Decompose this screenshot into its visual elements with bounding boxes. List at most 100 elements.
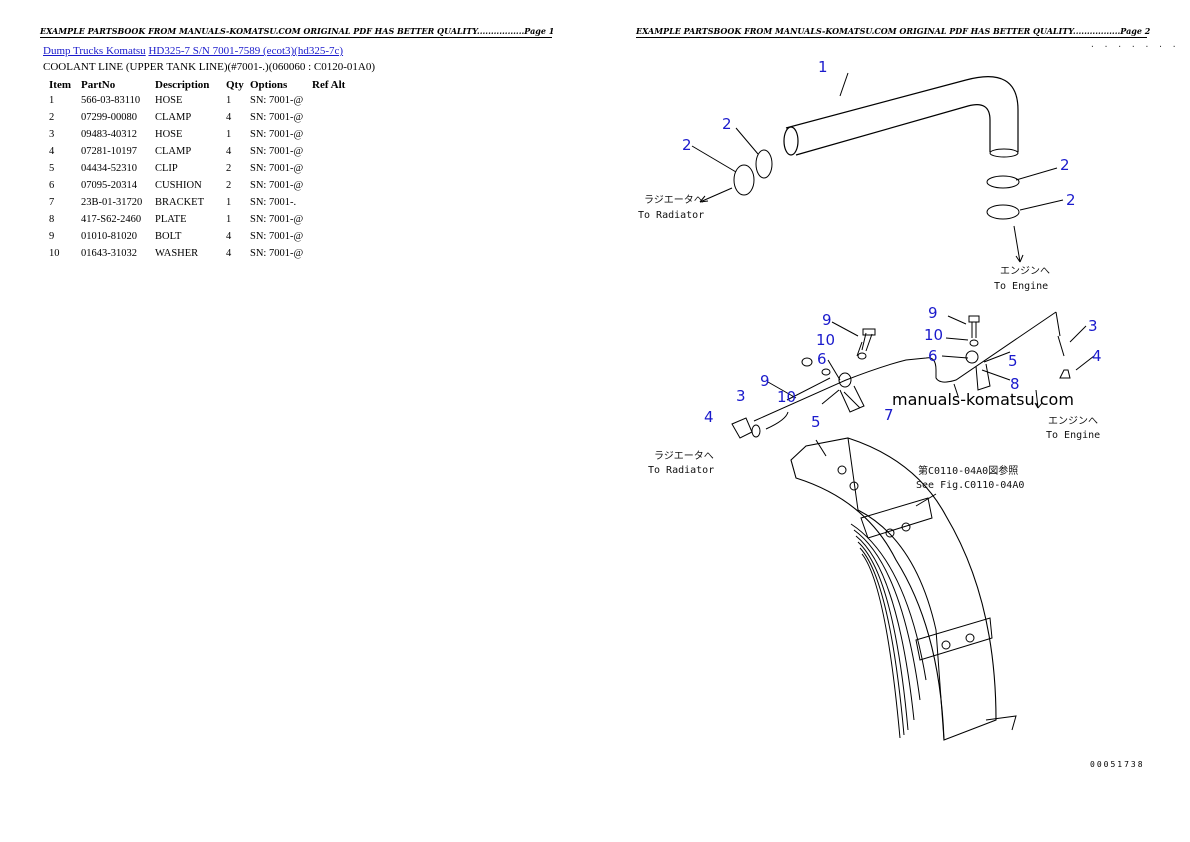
table-row: 4 07281-10197 CLAMP 4 SN: 7001-@ (43, 143, 348, 160)
cell-options: SN: 7001-@ (250, 129, 304, 140)
callout-8: 8 (1010, 375, 1020, 393)
cell-description: WASHER (155, 248, 199, 259)
page2-header: EXAMPLE PARTSBOOK FROM MANUALS-KOMATSU.C… (636, 26, 1151, 38)
note-to-engine-lower: To Engine (1046, 430, 1100, 441)
callout-7: 7 (884, 406, 894, 424)
cell-refalt (309, 109, 348, 126)
cell-qty: 4 (226, 248, 232, 259)
cell-options: SN: 7001-@ (250, 248, 304, 259)
cell-description: CUSHION (155, 180, 202, 191)
figure-number: 00051738 (1090, 760, 1145, 769)
table-row: 3 09483-40312 HOSE 1 SN: 7001-@ (43, 126, 348, 143)
cell-refalt (309, 228, 348, 245)
cell-description: PLATE (155, 214, 187, 225)
cell-partno: 07095-20314 (81, 180, 137, 191)
breadcrumb-link-dump-trucks[interactable]: Dump Trucks Komatsu (43, 45, 146, 57)
col-header-partno: PartNo (81, 78, 116, 91)
note-to-radiator-lower: To Radiator (648, 465, 714, 476)
callout-4a: 4 (704, 408, 714, 426)
cell-qty: 2 (226, 163, 232, 174)
cell-refalt (309, 143, 348, 160)
cell-options: SN: 7001-@ (250, 231, 304, 242)
cell-qty: 1 (226, 129, 232, 140)
callout-4b: 4 (1092, 347, 1102, 365)
callout-2a: 2 (722, 115, 732, 133)
cell-description: BOLT (155, 231, 182, 242)
callout-3b: 3 (1088, 317, 1098, 335)
callout-9a: 9 (822, 311, 832, 329)
cell-partno: 01643-31032 (81, 248, 137, 259)
cell-item: 5 (49, 163, 55, 174)
cell-item: 4 (49, 146, 55, 157)
cell-options: SN: 7001-@ (250, 95, 304, 106)
diagram-dots: . . . . . . . (1090, 40, 1179, 49)
table-row: 10 01643-31032 WASHER 4 SN: 7001-@ (43, 245, 348, 262)
cell-qty: 4 (226, 231, 232, 242)
callout-2d: 2 (1066, 191, 1076, 209)
cell-partno: 23B-01-31720 (81, 197, 143, 208)
cell-qty: 1 (226, 95, 232, 106)
callout-6a: 6 (817, 350, 827, 368)
table-row: 9 01010-81020 BOLT 4 SN: 7001-@ (43, 228, 348, 245)
cell-item: 10 (49, 248, 60, 259)
cell-refalt (309, 177, 348, 194)
cell-refalt (309, 245, 348, 262)
page1-header: EXAMPLE PARTSBOOK FROM MANUALS-KOMATSU.C… (40, 26, 555, 38)
callout-5b: 5 (1008, 352, 1018, 370)
cell-refalt (309, 211, 348, 228)
cell-options: SN: 7001-@ (250, 180, 304, 191)
cell-description: HOSE (155, 95, 183, 106)
callout-10a: 10 (816, 331, 835, 349)
col-header-refalt: Ref Alt (312, 78, 346, 91)
callout-9b: 9 (760, 372, 770, 390)
callout-9c: 9 (928, 304, 938, 322)
cell-refalt (309, 126, 348, 143)
cell-options: SN: 7001-@ (250, 112, 304, 123)
cell-partno: 09483-40312 (81, 129, 137, 140)
cell-partno: 04434-52310 (81, 163, 137, 174)
parts-diagram: 1 2 2 2 2 9 10 6 9 10 3 4 5 7 9 10 6 5 8… (638, 58, 1102, 741)
cell-item: 9 (49, 231, 55, 242)
breadcrumb: Dump Trucks Komatsu HD325-7 S/N 7001-758… (43, 45, 343, 57)
cell-qty: 4 (226, 146, 232, 157)
cell-options: SN: 7001-@ (250, 163, 304, 174)
cell-description: CLAMP (155, 112, 192, 123)
cell-item: 7 (49, 197, 55, 208)
cell-description: CLAMP (155, 146, 192, 157)
breadcrumb-link-model[interactable]: HD325-7 S/N 7001-7589 (ecot3)(hd325-7c) (148, 45, 344, 57)
note-to-engine-jp-upper: エンジンへ (1000, 266, 1050, 277)
callout-3a: 3 (736, 387, 746, 405)
cell-refalt (309, 160, 348, 177)
note-to-radiator-jp-upper: ラジエータへ (644, 194, 704, 206)
cell-options: SN: 7001-@ (250, 146, 304, 157)
col-header-description: Description (155, 78, 210, 91)
cell-options: SN: 7001-. (250, 197, 297, 208)
cell-item: 3 (49, 129, 55, 140)
callout-1: 1 (818, 58, 828, 76)
callout-2c: 2 (1060, 156, 1070, 174)
cell-item: 8 (49, 214, 55, 225)
cell-description: HOSE (155, 129, 183, 140)
cell-qty: 4 (226, 112, 232, 123)
callout-6b: 6 (928, 347, 938, 365)
col-header-qty: Qty (226, 78, 244, 91)
cell-item: 1 (49, 95, 55, 106)
cell-item: 6 (49, 180, 55, 191)
note-to-radiator-upper: To Radiator (638, 210, 704, 221)
cell-partno: 01010-81020 (81, 231, 137, 242)
cell-item: 2 (49, 112, 55, 123)
cell-refalt (309, 92, 348, 109)
callout-10c: 10 (924, 326, 943, 344)
page-title: COOLANT LINE (UPPER TANK LINE)(#7001-.)(… (43, 61, 376, 73)
cell-partno: 07299-00080 (81, 112, 137, 123)
callout-2b: 2 (682, 136, 692, 154)
cell-qty: 1 (226, 214, 232, 225)
note-to-engine-jp-lower: エンジンへ (1048, 416, 1098, 427)
cell-refalt (309, 194, 348, 211)
cell-partno: 07281-10197 (81, 146, 137, 157)
